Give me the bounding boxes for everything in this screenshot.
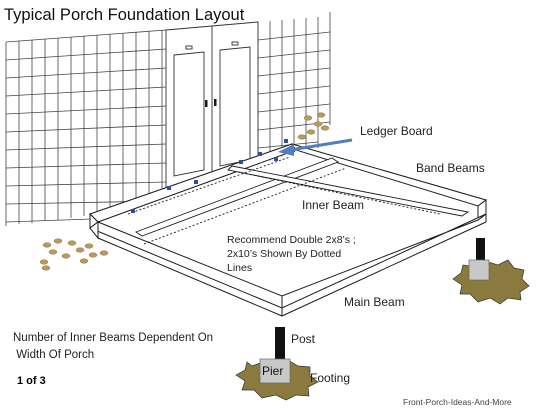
inner-beam-right bbox=[227, 165, 470, 217]
footing-front bbox=[235, 327, 319, 401]
arrow-icon bbox=[278, 138, 353, 156]
dotted-lines bbox=[127, 156, 441, 245]
ledger-board-label: Ledger Board bbox=[360, 124, 433, 138]
main-beam bbox=[89, 213, 487, 317]
main-beam-label: Main Beam bbox=[344, 295, 405, 309]
inner-beams-note: Number of Inner Beams Dependent On Width… bbox=[13, 332, 214, 361]
door-handle-icon bbox=[205, 99, 217, 107]
page-indicator: 1 of 3 bbox=[17, 375, 46, 387]
post-label: Post bbox=[291, 332, 316, 346]
pier-label: Pier bbox=[262, 364, 284, 378]
page-title: Typical Porch Foundation Layout bbox=[4, 6, 245, 24]
porch-interior bbox=[98, 150, 472, 290]
recommend-note: Recommend Double 2x8’s ; 2x10’s Shown By… bbox=[227, 234, 356, 274]
footing-right bbox=[452, 238, 530, 305]
inner-beam-label: Inner Beam bbox=[302, 198, 365, 212]
footing-label: Footing bbox=[310, 371, 351, 385]
band-beams-label: Band Beams bbox=[416, 161, 485, 175]
website-credit: Front-Porch-Ideas-And-More bbox=[403, 397, 512, 407]
